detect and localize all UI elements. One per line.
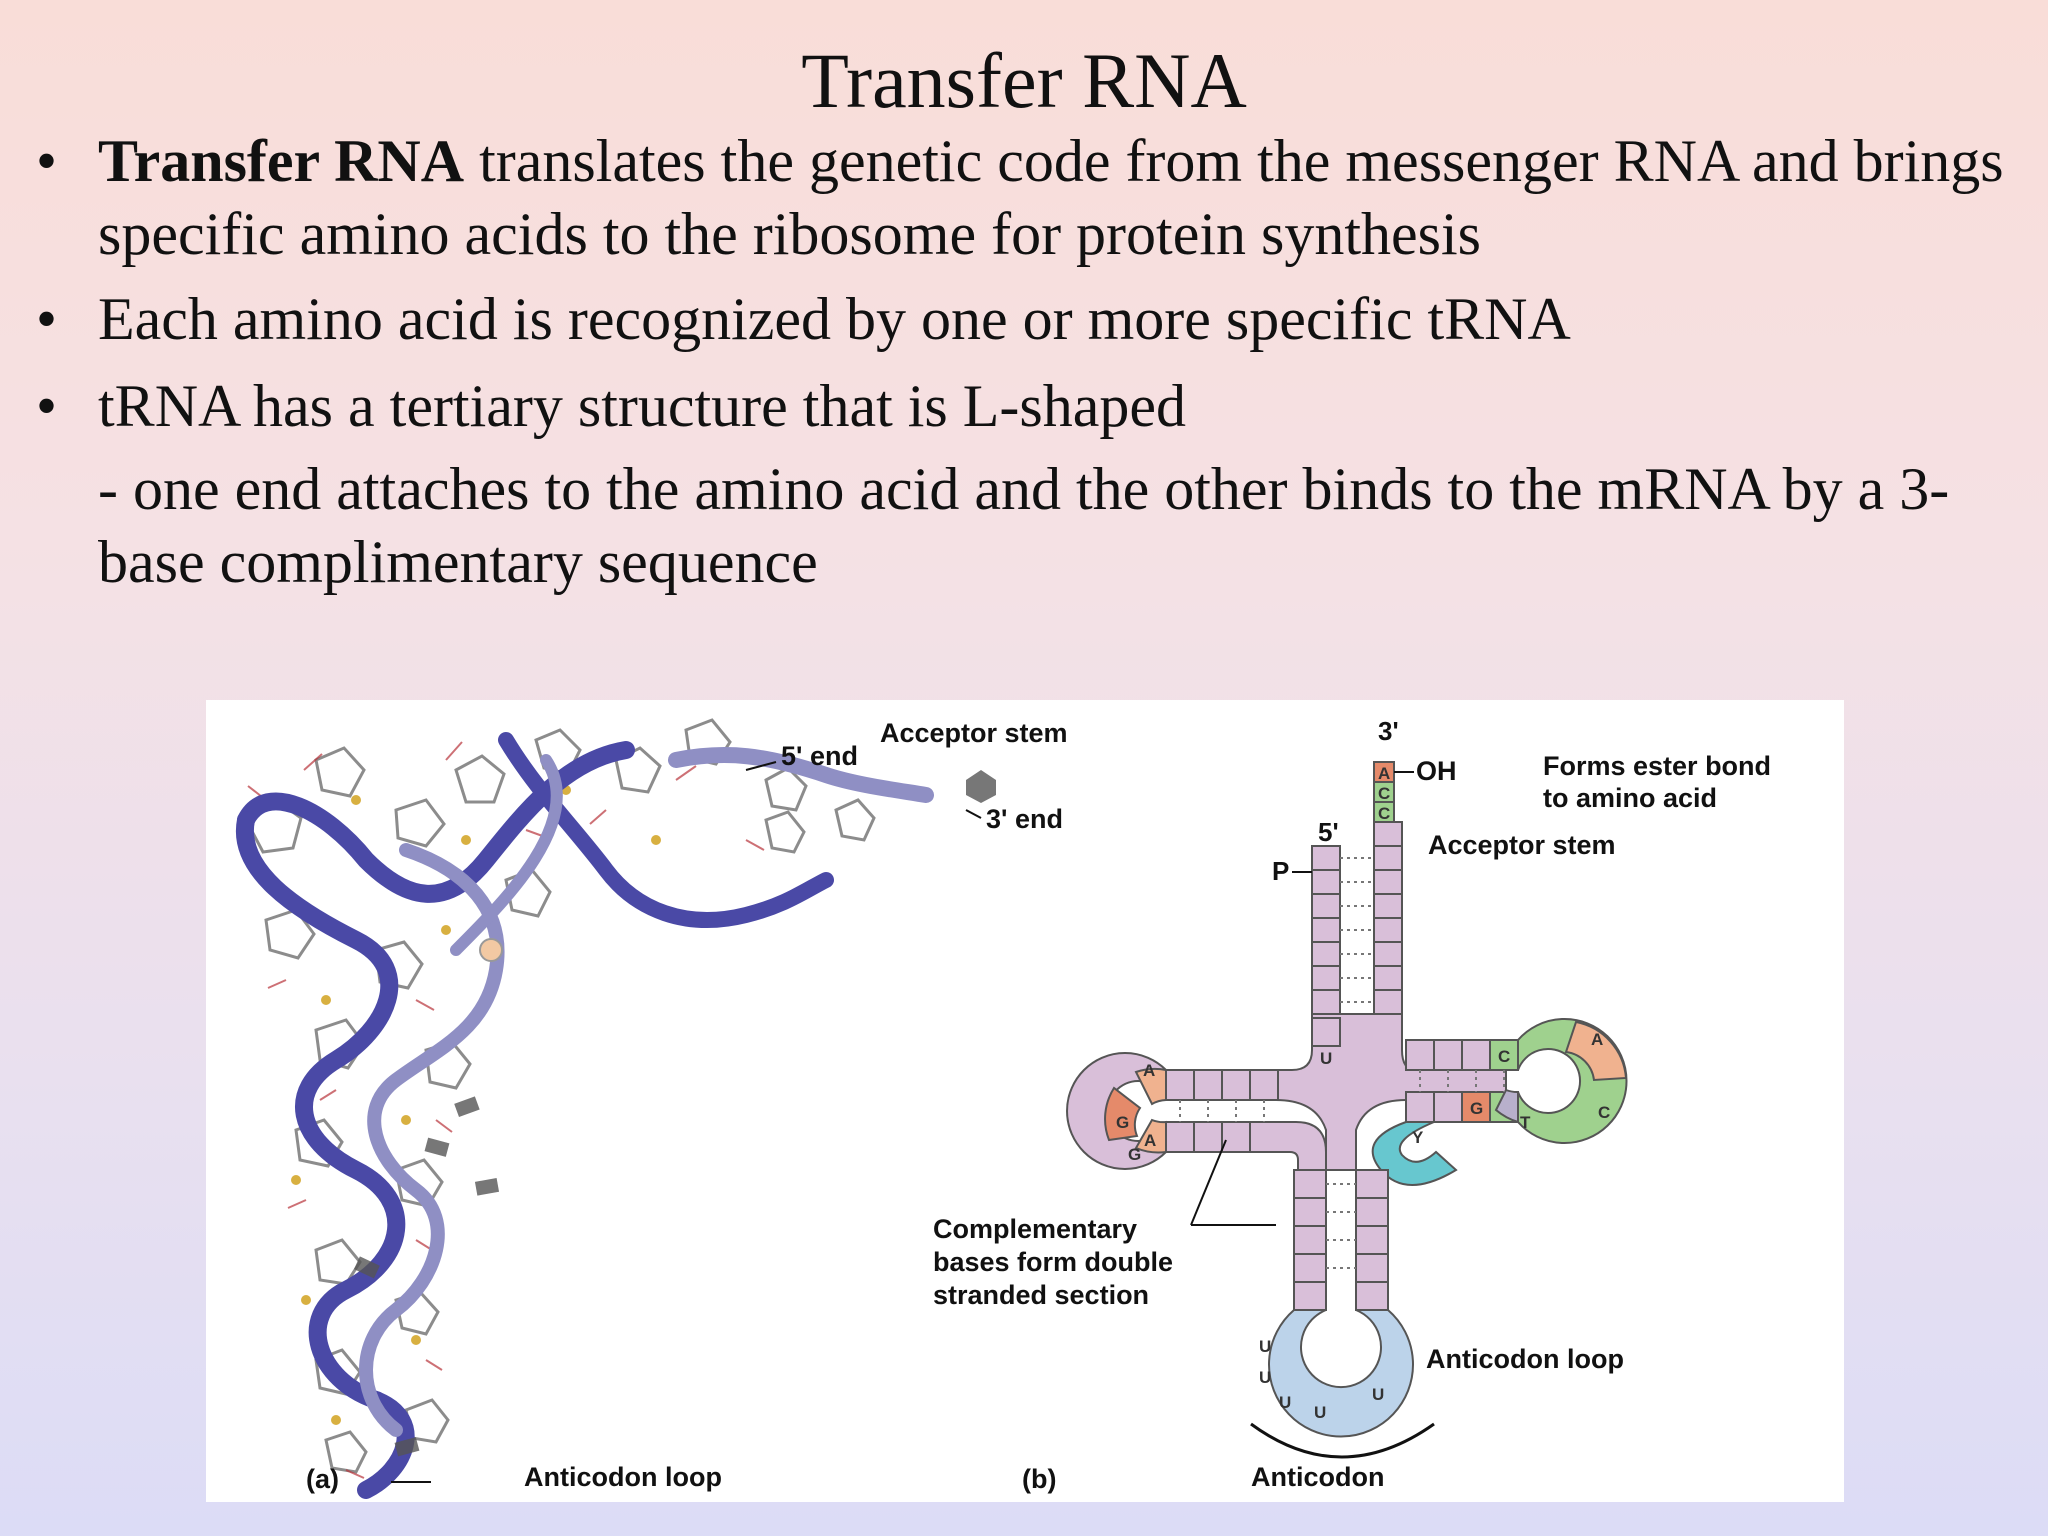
anticodon-loop-label-b: Anticodon loop — [1426, 1344, 1624, 1374]
anticodon-label: Anticodon — [1251, 1462, 1384, 1492]
base-letter: A — [1591, 1030, 1603, 1049]
bullet-dot-icon: • — [36, 373, 58, 439]
ester-bond-label-line2: to amino acid — [1543, 783, 1717, 813]
three-prime-label: 3' — [1378, 716, 1399, 746]
bullet-item: • Transfer RNA translates the genetic cod… — [20, 125, 2030, 271]
panel-a-label: (a) — [306, 1464, 339, 1494]
bullet-text: tRNA has a tertiary structure that is L-… — [98, 373, 1187, 439]
acceptor-stem-label-a: Acceptor stem — [880, 718, 1068, 748]
base-letter: U — [1259, 1337, 1271, 1356]
bullet-text: translates the genetic code from the mes… — [98, 128, 2004, 267]
base-letter: G — [1128, 1145, 1141, 1164]
bullet-item: • Each amino acid is recognized by one or… — [20, 283, 2030, 356]
slide-title: Transfer RNA — [801, 37, 1247, 124]
bullet-bold-term: Transfer RNA — [98, 128, 465, 194]
bullet-dot-icon: • — [36, 286, 58, 352]
base-letter: U — [1314, 1403, 1326, 1422]
complementary-label-line1: Complementary — [933, 1214, 1137, 1244]
base-letter: Y — [1412, 1128, 1424, 1147]
bullet-item: • tRNA has a tertiary structure that is L… — [20, 370, 2030, 443]
base-letter: U — [1372, 1385, 1384, 1404]
acceptor-stem-label-b: Acceptor stem — [1428, 830, 1616, 860]
trna-figure: 5' end Acceptor stem 3' end (a) Anticodo… — [206, 700, 1844, 1502]
three-end-label: 3' end — [986, 804, 1063, 834]
complementary-label-line3: stranded section — [933, 1280, 1149, 1310]
base-letter: G — [1116, 1113, 1129, 1132]
base-letter: C — [1378, 784, 1390, 803]
hydroxyl-label: OH — [1416, 756, 1457, 786]
bullet-list: • Transfer RNA translates the genetic cod… — [20, 125, 2030, 599]
base-letter: T — [1520, 1113, 1531, 1132]
base-letter: C — [1378, 804, 1390, 823]
trna-cloverleaf — [1065, 761, 1628, 1459]
base-letter: U — [1279, 1393, 1291, 1412]
complementary-label-line2: bases form double — [933, 1247, 1173, 1277]
base-letter: U — [1259, 1368, 1271, 1387]
trna-figure-svg: 5' end Acceptor stem 3' end (a) Anticodo… — [235, 716, 1771, 1499]
trna-3d-model — [235, 718, 996, 1499]
phosphate-label: P — [1272, 856, 1289, 886]
ester-bond-label-line1: Forms ester bond — [1543, 751, 1771, 781]
base-letter: C — [1598, 1103, 1610, 1122]
five-prime-label: 5' — [1318, 817, 1339, 847]
panel-b-label: (b) — [1022, 1464, 1056, 1494]
anticodon-loop-label-a: Anticodon loop — [524, 1462, 722, 1492]
base-letter: G — [1470, 1099, 1483, 1118]
base-letter: A — [1144, 1131, 1156, 1150]
base-letter: U — [1320, 1049, 1332, 1068]
base-letter: A — [1378, 764, 1390, 783]
sub-point: - one end attaches to the amino acid and… — [98, 456, 1950, 595]
five-end-label: 5' end — [781, 741, 858, 771]
bullet-text: Each amino acid is recognized by one or … — [98, 286, 1571, 352]
bullet-dot-icon: • — [36, 128, 58, 194]
base-letter: C — [1498, 1047, 1510, 1066]
base-letter: A — [1143, 1061, 1155, 1080]
